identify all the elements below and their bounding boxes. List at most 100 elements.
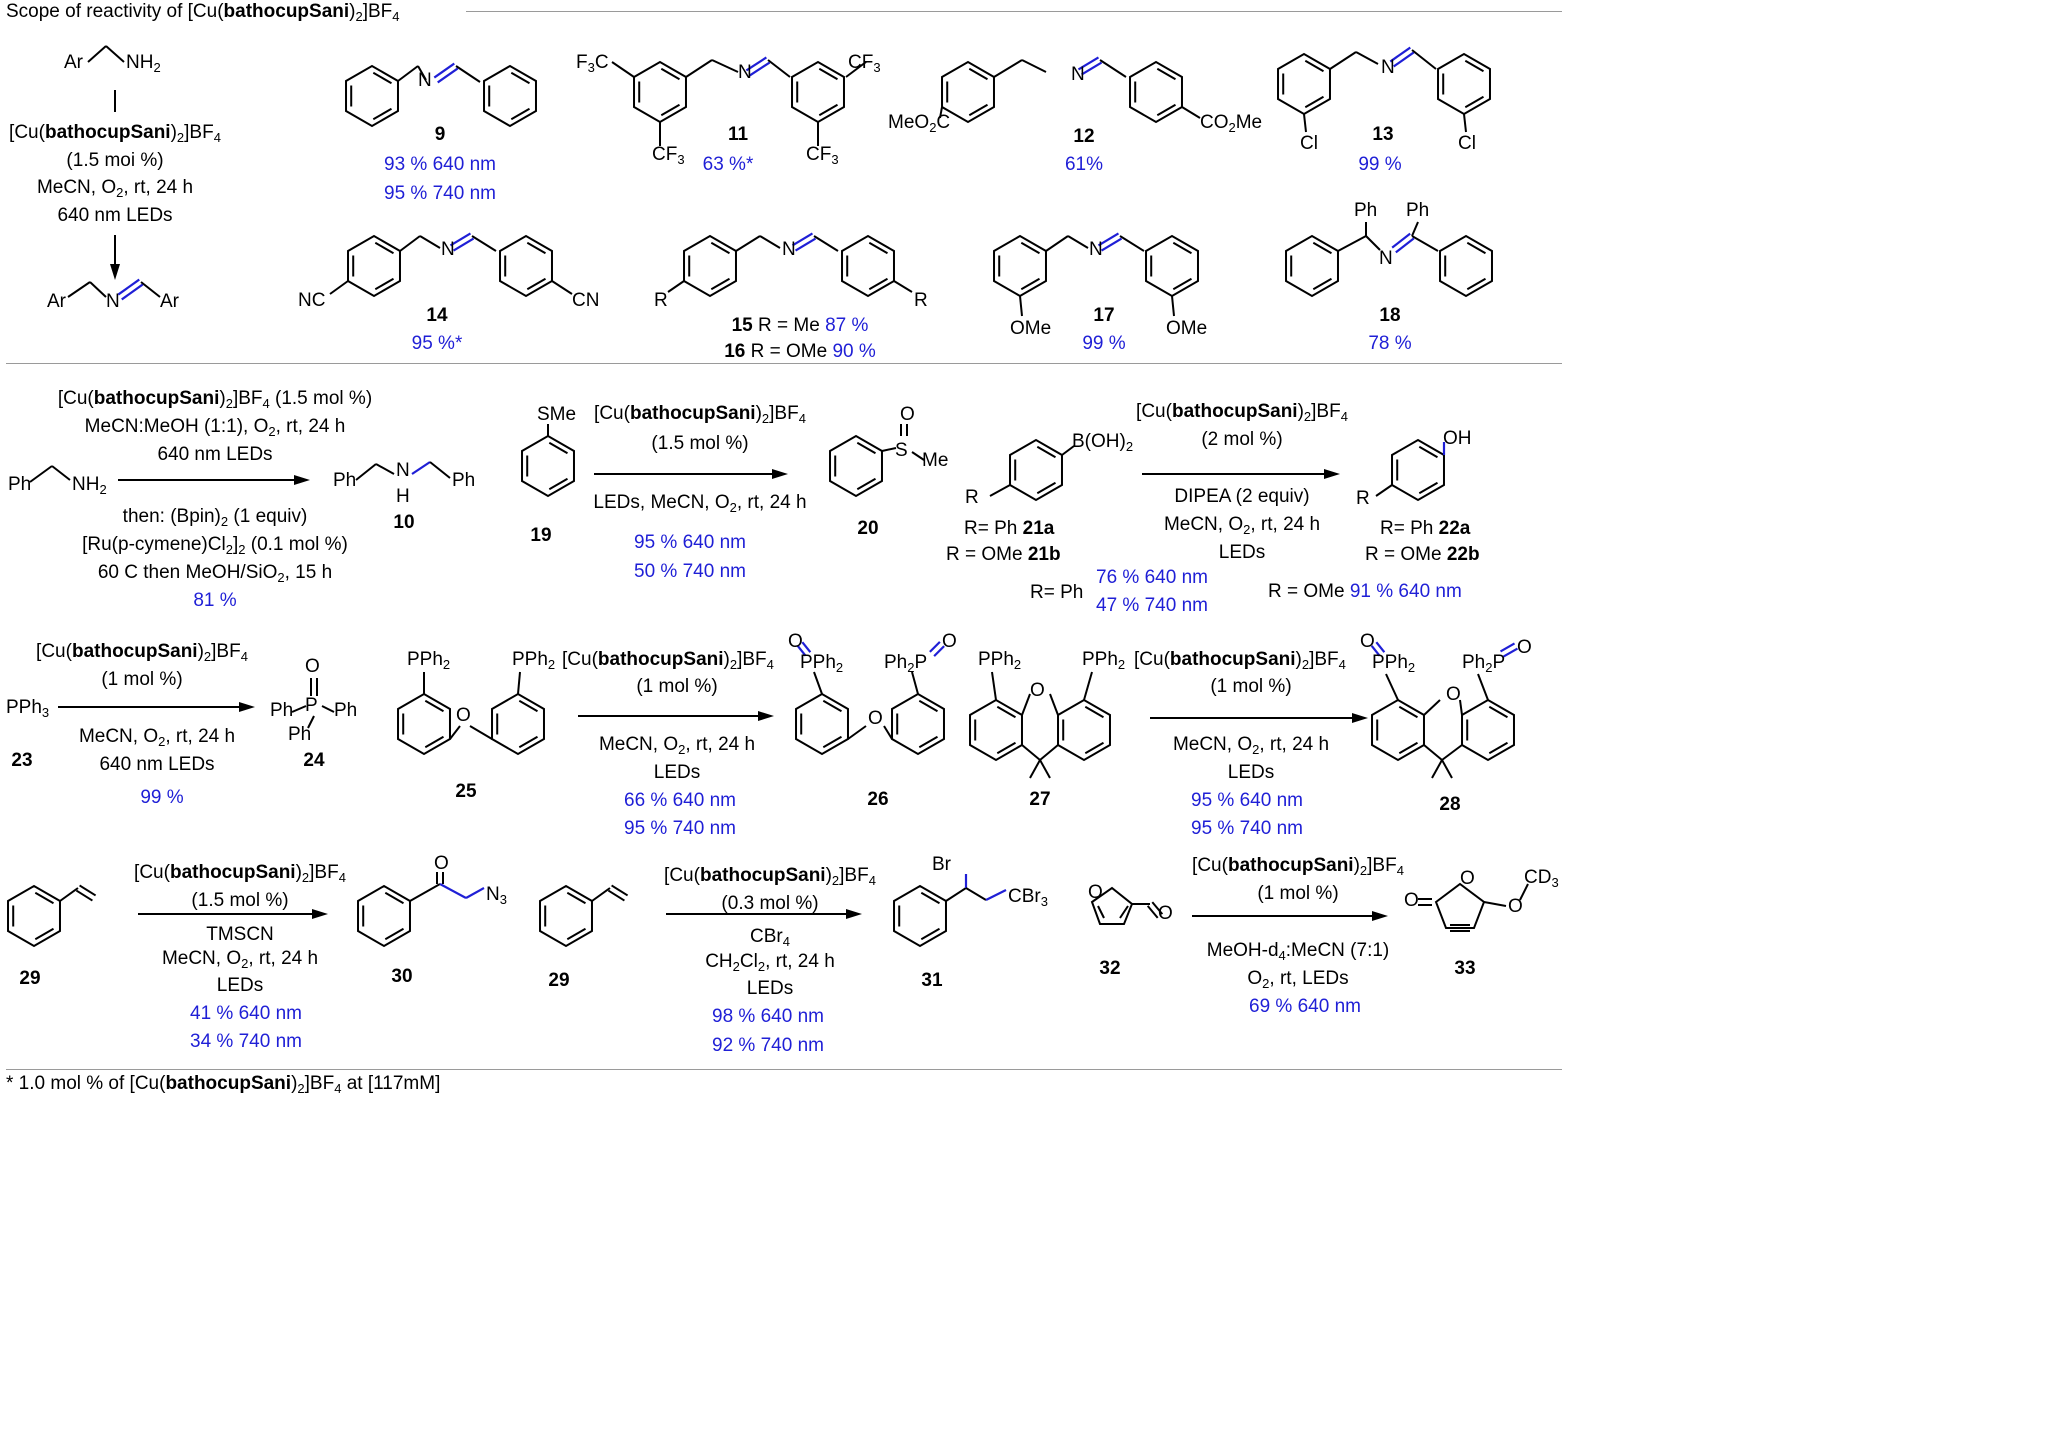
ring-double-bond <box>518 699 538 713</box>
rxn33-sm-ring-o: O <box>1088 882 1103 903</box>
imine-n-label: N <box>418 70 432 91</box>
rxn22-base: DIPEA (2 equiv) <box>1174 486 1310 507</box>
arrow-head <box>1352 713 1368 723</box>
ring-double-bond <box>868 277 888 291</box>
ring-double-bond <box>1084 705 1104 719</box>
rxn24-loading: (1 mol %) <box>101 669 183 690</box>
new-cn-bond <box>465 887 485 899</box>
rxn26-yield-640: 66 % 640 nm <box>624 790 736 811</box>
bond <box>397 65 419 82</box>
ring-double-bond <box>818 67 838 81</box>
compound-12-number: 12 <box>1073 126 1095 147</box>
compound-15-r-right: R <box>914 290 928 311</box>
general-light: 640 nm LEDs <box>57 205 173 226</box>
ring-double-bond <box>1312 277 1332 291</box>
compound-10-number: 10 <box>393 512 415 533</box>
benzene-ring <box>1371 698 1425 762</box>
benzene-ring <box>795 692 849 756</box>
bond <box>291 705 307 713</box>
compound-13-yield: 99 % <box>1358 154 1402 175</box>
rxn26-p-o-left: O <box>788 631 803 652</box>
bond <box>611 61 635 78</box>
arrow-head <box>1372 911 1388 921</box>
bond <box>1019 295 1023 317</box>
new-po-bond <box>801 641 812 653</box>
benzene-ring <box>397 692 451 756</box>
rxn28-yield-740: 95 % 740 nm <box>1191 818 1303 839</box>
ring-double-bond <box>1418 445 1438 459</box>
benzene-ring <box>1391 438 1445 502</box>
rxn26-p-o-bridge: O <box>868 708 883 729</box>
bond <box>1441 759 1453 779</box>
bond <box>847 725 867 740</box>
ring-double-bond <box>856 441 876 455</box>
rxn28-light: LEDs <box>1227 762 1275 783</box>
compound-25-number: 25 <box>455 781 477 802</box>
ring-double-bond <box>1156 103 1176 117</box>
compound-26-number: 26 <box>867 789 889 810</box>
imine-double-bond <box>117 278 140 296</box>
compound-33-number: 33 <box>1454 958 1476 979</box>
rxn31-br: Br <box>932 854 951 875</box>
new-po-bond <box>796 645 807 657</box>
compound-11-number: 11 <box>727 124 749 145</box>
rxn22-p-label-b: R = OMe 22b <box>1365 544 1480 565</box>
ring-double-bond <box>1172 241 1192 255</box>
ring-double-bond <box>1312 241 1332 255</box>
ring-double-bond <box>818 103 838 117</box>
imine-double-bond <box>1080 61 1103 76</box>
bond <box>1411 235 1439 252</box>
rxn26-loading: (1 mol %) <box>636 676 718 697</box>
compound-32-number: 32 <box>1099 958 1121 979</box>
ring-double-bond <box>1398 705 1418 719</box>
benzene-ring <box>539 884 593 948</box>
ring-double-bond <box>660 67 680 81</box>
compound-9-yield-740: 95 % 740 nm <box>384 183 496 204</box>
rxn30-catalyst: [Cu(bathocupSani)2]BF4 <box>134 862 346 885</box>
compound-17-ome-left: OMe <box>1010 318 1052 339</box>
ring-double-bond <box>1304 95 1324 109</box>
compound-14-cn-right: CN <box>572 290 600 311</box>
bond <box>1067 235 1089 249</box>
rxn22-oh: OH <box>1443 428 1472 449</box>
ring-double-bond <box>1464 59 1484 73</box>
bond <box>883 725 893 740</box>
rxn30-o: O <box>434 853 449 874</box>
rxn33-conditions: O2, rt, LEDs <box>1247 968 1349 991</box>
bond <box>449 725 461 740</box>
benzene-ring <box>993 234 1047 298</box>
ring-double-bond <box>510 107 530 121</box>
ring-double-bond <box>526 241 546 255</box>
ring-double-bond <box>856 477 876 491</box>
imine-n-label: N <box>1381 57 1395 78</box>
ring-double-bond <box>374 241 394 255</box>
bond <box>355 463 377 481</box>
imine-double-bond <box>1097 232 1120 247</box>
rxn10-cond-2: MeCN:MeOH (1:1), O2, rt, 24 h <box>84 416 346 439</box>
rxn33-solvent: MeOH-d4:MeCN (7:1) <box>1206 940 1390 963</box>
bond <box>417 65 427 81</box>
compound-29-number: 29 <box>19 968 41 989</box>
benzene-ring <box>1009 438 1063 502</box>
ring-double-bond <box>1466 241 1486 255</box>
ring-double-bond <box>822 735 842 749</box>
bond <box>89 281 107 298</box>
rxn10-cond-6: 60 C then MeOH/SiO2, 15 h <box>97 562 333 585</box>
ring-double-bond <box>1488 705 1508 719</box>
bond <box>993 59 1023 78</box>
rxn28-catalyst: [Cu(bathocupSani)2]BF4 <box>1134 649 1346 672</box>
bond <box>945 887 967 902</box>
ring-double-bond <box>548 477 568 491</box>
rxn24-conditions: MeCN, O2, rt, 24 h <box>78 726 236 749</box>
bond <box>1441 744 1463 761</box>
vinyl-double-bond <box>75 889 93 902</box>
rxn26-conditions: MeCN, O2, rt, 24 h <box>598 734 756 757</box>
ring-double-bond <box>510 71 530 85</box>
bond <box>51 465 71 481</box>
rxn26-p-o-right: O <box>942 631 957 652</box>
ring-double-bond <box>1418 481 1438 495</box>
ring-double-bond <box>548 441 568 455</box>
rxn31-reagent: CBr4 <box>750 926 790 949</box>
ring-double-bond <box>1119 905 1129 919</box>
bond <box>1021 744 1041 761</box>
